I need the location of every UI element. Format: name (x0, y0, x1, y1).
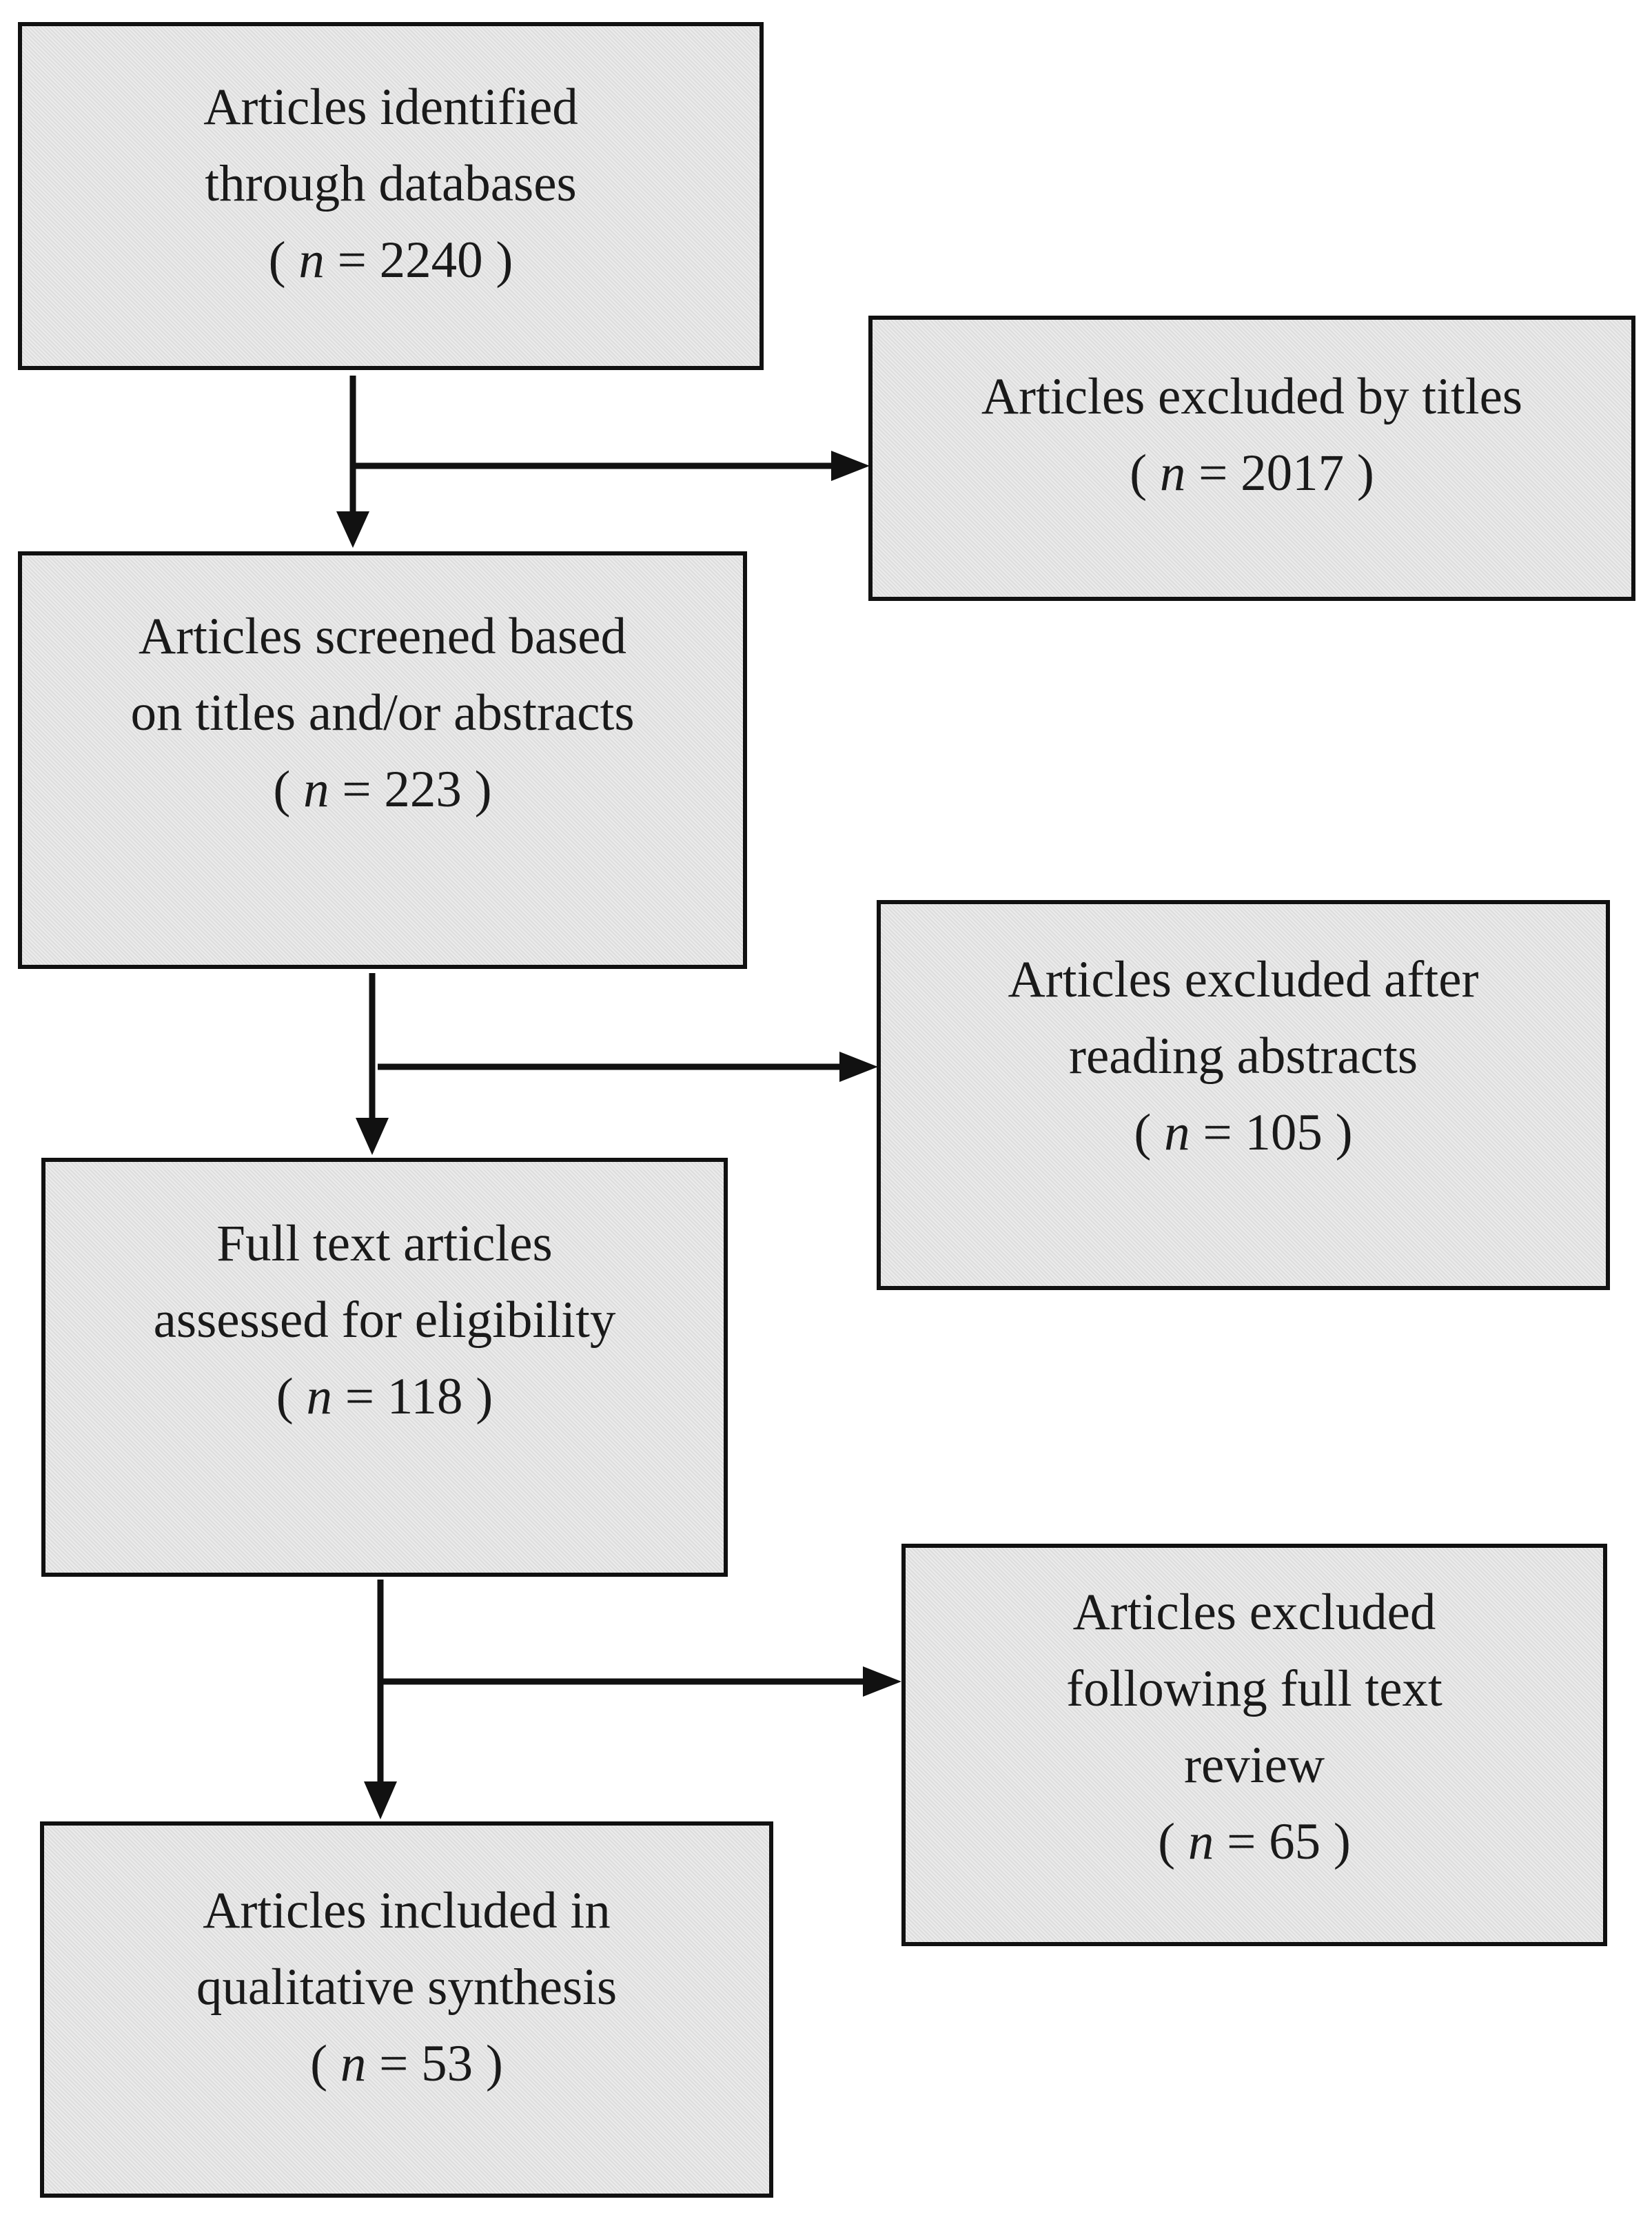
box-identified-line-2: through databases (205, 155, 577, 212)
count-value: = 118 (345, 1368, 463, 1425)
arrowhead-down-1 (336, 511, 369, 548)
box-full-text-line-2: assessed for eligibility (153, 1291, 616, 1349)
n-symbol: n (340, 2035, 367, 2092)
count-value: = 65 (1227, 1813, 1321, 1870)
box-identified-count: ( n = 2240 ) (268, 232, 513, 289)
arrowhead-right-1 (831, 451, 870, 481)
box-included: Articles included in qualitative synthes… (40, 1821, 773, 2198)
arrowhead-right-2 (839, 1052, 878, 1082)
box-included-count: ( n = 53 ) (310, 2035, 503, 2092)
count-value: = 2017 (1199, 445, 1345, 502)
arrowhead-down-3 (364, 1781, 397, 1819)
box-excluded-full-text-line-3: review (1183, 1737, 1325, 1794)
count-value: = 223 (342, 761, 462, 818)
box-excluded-abstracts: Articles excluded after reading abstract… (877, 900, 1610, 1290)
box-screened: Articles screened based on titles and/or… (18, 551, 747, 969)
box-included-line-1: Articles included in (203, 1882, 611, 1939)
count-value: = 2240 (337, 232, 483, 289)
box-excluded-titles-count: ( n = 2017 ) (1130, 445, 1374, 502)
box-excluded-titles: Articles excluded by titles ( n = 2017 ) (868, 316, 1635, 601)
box-full-text: Full text articles assessed for eligibil… (41, 1158, 728, 1577)
n-symbol: n (298, 232, 325, 289)
n-symbol: n (303, 761, 329, 818)
box-excluded-abstracts-line-1: Articles excluded after (1008, 951, 1479, 1008)
box-screened-count: ( n = 223 ) (273, 761, 492, 818)
box-excluded-abstracts-count: ( n = 105 ) (1134, 1104, 1353, 1161)
box-excluded-full-text-line-2: following full text (1066, 1660, 1442, 1717)
box-excluded-titles-line-1: Articles excluded by titles (981, 368, 1523, 425)
box-full-text-line-1: Full text articles (216, 1215, 553, 1272)
box-included-line-2: qualitative synthesis (196, 1959, 618, 2016)
count-value: = 53 (379, 2035, 473, 2092)
box-identified: Articles identified through databases ( … (18, 22, 764, 370)
box-full-text-count: ( n = 118 ) (276, 1368, 493, 1425)
box-screened-line-1: Articles screened based (139, 608, 626, 665)
n-symbol: n (306, 1368, 332, 1425)
count-value: = 105 (1203, 1104, 1323, 1161)
box-excluded-full-text-count: ( n = 65 ) (1158, 1813, 1351, 1870)
arrowhead-down-2 (356, 1118, 389, 1155)
box-excluded-full-text: Articles excluded following full text re… (901, 1544, 1607, 1946)
box-excluded-full-text-line-1: Articles excluded (1072, 1584, 1436, 1641)
n-symbol: n (1164, 1104, 1190, 1161)
box-screened-line-2: on titles and/or abstracts (130, 684, 635, 742)
box-excluded-abstracts-line-2: reading abstracts (1068, 1028, 1418, 1085)
box-identified-line-1: Articles identified (203, 79, 578, 136)
n-symbol: n (1187, 1813, 1214, 1870)
n-symbol: n (1159, 445, 1186, 502)
arrowhead-right-3 (863, 1666, 901, 1697)
